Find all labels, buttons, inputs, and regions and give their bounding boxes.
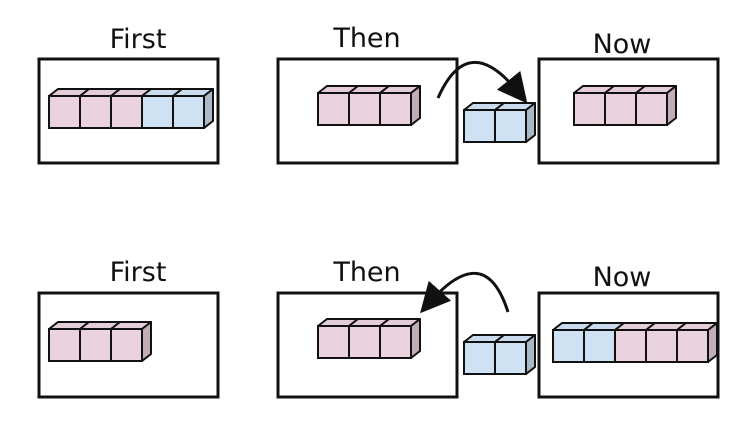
row-1-first-cubes <box>48 88 214 129</box>
cube-blue <box>141 88 183 129</box>
row-1-then-box <box>276 57 459 165</box>
cube-blue <box>463 334 505 375</box>
row-2-then-box <box>276 291 459 399</box>
row-1-now-box <box>537 57 720 165</box>
row-2-then-cubes <box>317 318 421 359</box>
row-1-take-away-arrow-icon <box>436 61 528 104</box>
cube-pink <box>573 85 615 126</box>
cube-blue <box>172 88 214 129</box>
row-2-first-cubes <box>48 321 152 362</box>
row-2-first-box <box>37 291 220 399</box>
cube-pink <box>676 322 718 363</box>
row-1-then-label: Then <box>332 23 400 54</box>
cube-pink <box>379 318 421 359</box>
row-2-now-cubes <box>552 322 718 363</box>
row-1-first-box <box>37 57 220 165</box>
cube-pink <box>79 88 121 129</box>
row-1-now-label: Now <box>593 29 652 60</box>
row-1-first-label: First <box>110 24 167 55</box>
cube-pink <box>48 321 90 362</box>
row-1-then-cubes <box>317 85 421 126</box>
row-2-then-label: Then <box>332 257 400 288</box>
cube-blue <box>494 102 536 143</box>
cube-pink <box>348 318 390 359</box>
row-1: First Then Now <box>37 23 720 165</box>
row-2: First Then Now <box>37 257 720 399</box>
cube-pink <box>348 85 390 126</box>
row-1-now-cubes <box>573 85 677 126</box>
row-2-moved-cubes <box>463 334 536 375</box>
row-1-moved-cubes <box>463 102 536 143</box>
cube-pink <box>379 85 421 126</box>
row-2-put-in-arrow-icon <box>420 272 510 314</box>
cube-pink <box>635 85 677 126</box>
row-2-first-label: First <box>110 257 167 288</box>
cube-blue <box>494 334 536 375</box>
cube-pink <box>110 321 152 362</box>
row-2-now-label: Now <box>593 262 652 293</box>
